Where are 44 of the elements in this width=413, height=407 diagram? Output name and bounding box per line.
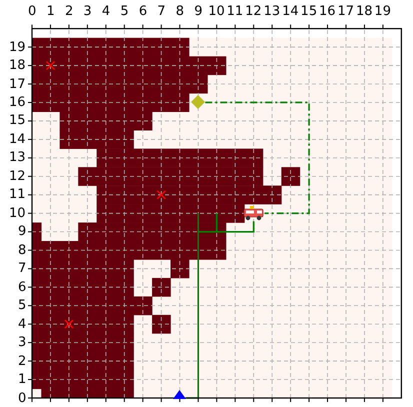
x-tick-label: 17 (337, 4, 354, 19)
y-tick-label: 15 (9, 113, 26, 128)
x-tick-label: 15 (300, 4, 318, 19)
route-line (205, 102, 310, 214)
route-line (185, 212, 254, 399)
x-tick-label: 5 (120, 4, 129, 19)
y-tick-label: 6 (18, 280, 26, 295)
x-tick-label: 12 (245, 4, 262, 19)
x-tick-label: 18 (356, 4, 372, 19)
y-tick-label: 17 (9, 76, 26, 92)
x-tick-label: 0 (28, 4, 36, 19)
y-tick-label: 16 (9, 94, 26, 110)
x-tick-label: 2 (64, 4, 74, 19)
x-tick-label: 9 (194, 4, 202, 19)
x-tick-label: 1 (46, 4, 55, 19)
y-tick-label: 14 (9, 132, 26, 147)
y-tick-label: 10 (9, 206, 26, 221)
y-tick-label: 3 (18, 335, 26, 350)
y-tick-label: 19 (9, 40, 26, 55)
x-tick-label: 10 (208, 4, 225, 19)
triangle-marker (173, 390, 186, 398)
y-tick-label: 0 (18, 390, 26, 406)
y-tick-label: 9 (18, 224, 26, 240)
y-tick-label: 7 (18, 261, 26, 276)
x-tick-label: 4 (102, 4, 110, 19)
x-tick-label: 8 (176, 4, 184, 19)
x-tick-label: 13 (264, 4, 280, 19)
y-tick-label: 13 (9, 150, 26, 166)
x-tick-label: 11 (226, 4, 244, 19)
y-tick-label: 12 (9, 168, 26, 184)
x-tick-label: 16 (319, 4, 336, 19)
x-tick-label: 19 (374, 4, 391, 19)
y-tick-label: 1 (18, 372, 26, 388)
x-tick-label: 3 (83, 4, 92, 19)
x-tick-label: 6 (138, 4, 148, 19)
y-tick-label: 2 (18, 354, 26, 369)
y-tick-label: 4 (18, 316, 26, 332)
truck-icon (242, 205, 265, 222)
x-tick-label: 14 (282, 4, 299, 19)
y-tick-label: 8 (18, 242, 26, 258)
y-tick-label: 5 (18, 298, 26, 314)
x-tick-label: 7 (157, 4, 166, 19)
y-tick-label: 11 (9, 187, 26, 202)
y-tick-label: 18 (9, 58, 26, 74)
